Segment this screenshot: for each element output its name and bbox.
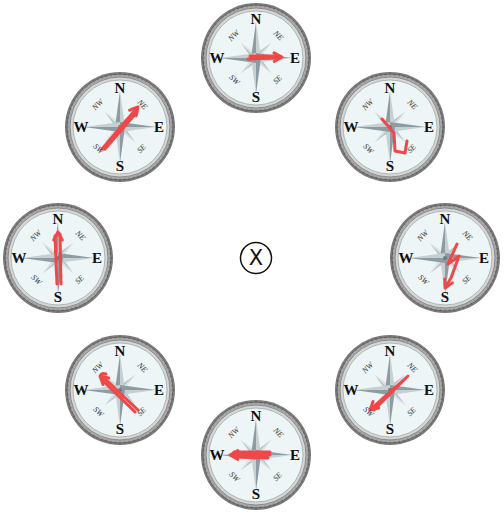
cardinal-label: E xyxy=(154,383,164,398)
cardinal-label: S xyxy=(252,90,260,105)
cardinal-label: W xyxy=(344,383,359,398)
cardinal-label: S xyxy=(116,422,124,437)
compass-dial: NNEESESSWWNW xyxy=(334,334,446,446)
cardinal-label: S xyxy=(386,422,394,437)
cardinal-label: W xyxy=(344,120,359,135)
compass-dial: NNEESESSWWNW xyxy=(334,71,446,183)
cardinal-label: W xyxy=(399,251,414,266)
cardinal-label: E xyxy=(424,383,434,398)
cardinal-label: S xyxy=(386,159,394,174)
cardinal-label: E xyxy=(290,448,300,463)
cardinal-label: S xyxy=(252,487,260,502)
cardinal-label: E xyxy=(154,120,164,135)
cardinal-label: W xyxy=(210,51,225,66)
cardinal-label: W xyxy=(12,251,27,266)
cardinal-label: N xyxy=(53,212,64,227)
cardinal-label: E xyxy=(479,251,489,266)
cardinal-label: E xyxy=(424,120,434,135)
center-marker: X xyxy=(239,241,273,275)
cardinal-label: S xyxy=(54,290,62,305)
cardinal-label: E xyxy=(92,251,102,266)
compass-dial: NNEESESSWWNW xyxy=(389,202,501,314)
cardinal-label: N xyxy=(440,212,451,227)
cardinal-label: N xyxy=(385,81,396,96)
cardinal-label: N xyxy=(115,344,126,359)
center-symbol: X xyxy=(249,248,263,269)
compass-dial: NNEESESSWWNW xyxy=(200,399,312,511)
cardinal-label: S xyxy=(116,159,124,174)
compass-dial: NNEESESSWWNW xyxy=(2,202,114,314)
compass-dial: NNEESESSWWNW xyxy=(64,71,176,183)
compass-dial: NNEESESSWWNW xyxy=(200,2,312,114)
cardinal-label: N xyxy=(251,12,262,27)
cardinal-label: N xyxy=(251,409,262,424)
cardinal-label: W xyxy=(74,120,89,135)
cardinal-label: W xyxy=(210,448,225,463)
cardinal-label: S xyxy=(441,290,449,305)
cardinal-label: E xyxy=(290,51,300,66)
cardinal-label: N xyxy=(385,344,396,359)
cardinal-label: W xyxy=(74,383,89,398)
cardinal-label: N xyxy=(115,81,126,96)
compass-dial: NNEESESSWWNW xyxy=(64,334,176,446)
